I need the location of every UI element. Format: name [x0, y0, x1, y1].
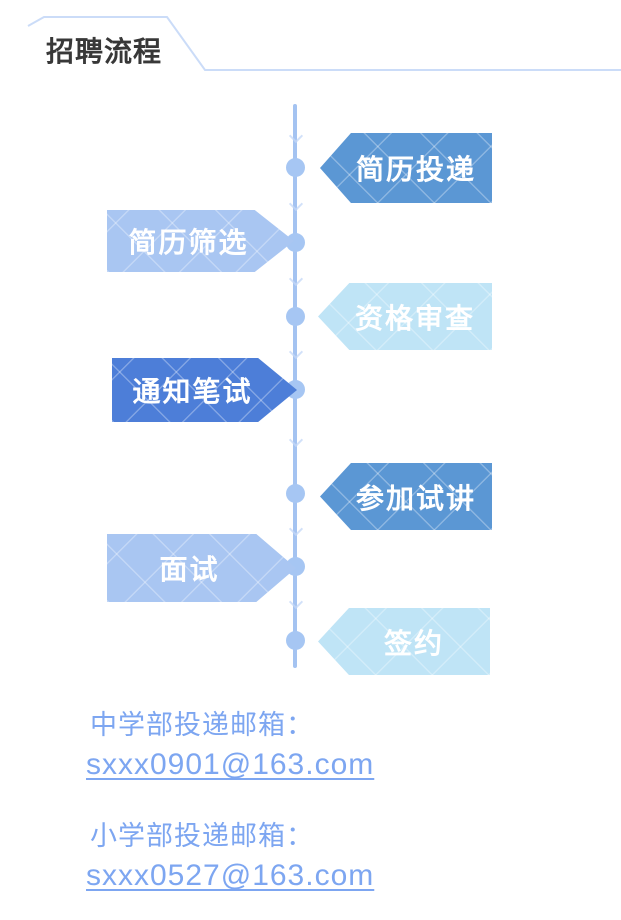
middle-school-email-link[interactable]: sxxx0901@163.com: [86, 748, 375, 781]
timeline-dot: [286, 307, 305, 326]
flow-chevron-icon: [288, 271, 304, 287]
step-banner-trial-lecture: 参加试讲: [320, 463, 492, 530]
flow-chevron-icon: [288, 128, 304, 144]
primary-school-email-label: 小学部投递邮箱：: [90, 821, 314, 851]
step-banner-signing: 签约: [318, 608, 490, 675]
primary-school-email-link[interactable]: sxxx0527@163.com: [86, 859, 375, 892]
step-label: 签约: [383, 627, 444, 659]
flow-chevron-icon: [288, 344, 304, 360]
step-label: 简历筛选: [128, 227, 249, 258]
step-label: 通知笔试: [132, 376, 253, 407]
flow-chevron-icon: [288, 594, 304, 610]
timeline-dot: [286, 158, 305, 177]
step-label: 资格审查: [354, 302, 475, 334]
timeline-dot: [286, 631, 305, 650]
flow-chevron-icon: [288, 196, 304, 212]
flow-chevron-icon: [288, 432, 304, 448]
step-banner-interview: 面试: [107, 534, 296, 602]
step-banner-written-test-notice: 通知笔试: [112, 358, 297, 422]
page-title: 招聘流程: [46, 36, 163, 67]
flow-chevron-icon: [288, 521, 304, 537]
timeline-dot: [286, 484, 305, 503]
step-banner-resume-submission: 简历投递: [320, 133, 492, 203]
middle-school-email-label: 中学部投递邮箱：: [90, 710, 314, 740]
step-label: 简历投递: [355, 154, 476, 185]
step-label: 参加试讲: [355, 482, 476, 514]
step-banner-qualification-review: 资格审查: [318, 283, 492, 350]
step-banner-resume-screening: 简历筛选: [107, 210, 294, 272]
step-label: 面试: [159, 554, 220, 585]
timeline-dot: [286, 233, 305, 252]
